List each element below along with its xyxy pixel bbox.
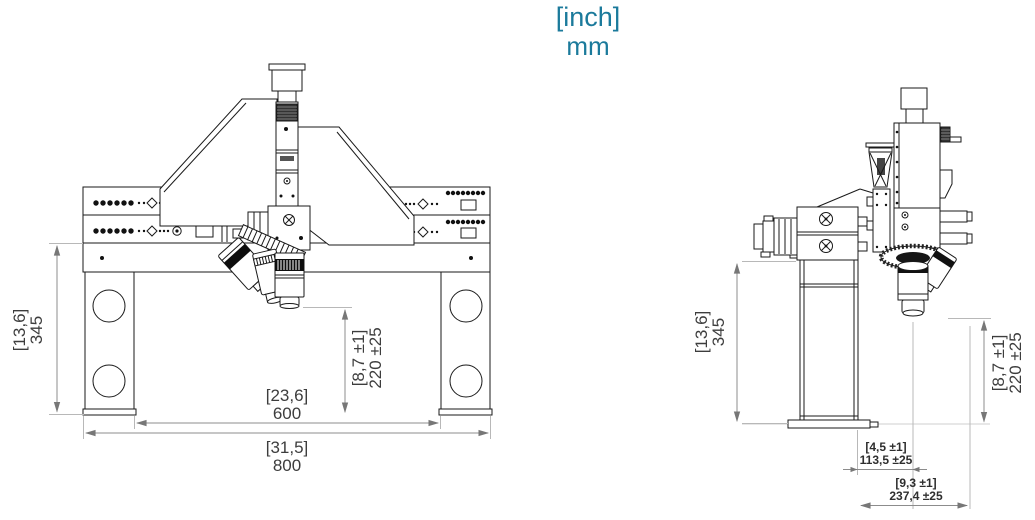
camera-column-side xyxy=(893,87,962,209)
filter-plate xyxy=(866,188,891,253)
front-view-dimensions: [13,6] 345 [8,7 ±1] 220 ±25 [23,6] 600 [… xyxy=(10,243,491,475)
side-dim-depth-inner-mm: 113,5 ±25 xyxy=(860,453,913,467)
front-view-drawing xyxy=(82,63,493,416)
control-panel-left xyxy=(93,197,245,242)
left-leg xyxy=(82,271,137,416)
front-dim-clearance-mm: 220 ±25 xyxy=(366,327,385,388)
side-dim-height: [13,6] 345 xyxy=(692,311,728,354)
right-wing-cover xyxy=(297,126,415,246)
front-dim-clearance: [8,7 ±1] 220 ±25 xyxy=(349,327,385,388)
objective-right xyxy=(274,252,305,309)
front-dim-width-outer-inch: [31,5] xyxy=(266,438,309,457)
side-dim-depth-inner-inch: [4,5 ±1] xyxy=(865,440,906,454)
front-dim-height-inch: [13,6] xyxy=(10,309,29,352)
fan-screw-icon xyxy=(819,212,833,226)
pedestal-stand xyxy=(787,259,879,429)
front-dim-width-outer-mm: 800 xyxy=(273,456,301,475)
front-dim-width-inner-mm: 600 xyxy=(273,404,301,423)
side-dim-height-mm: 345 xyxy=(709,318,728,346)
unit-legend: [inch] mm xyxy=(438,2,738,61)
lens-barrel xyxy=(753,215,798,258)
front-dim-width-inner-inch: [23,6] xyxy=(266,386,309,405)
side-dim-clearance-inch: [8,7 ±1] xyxy=(989,335,1008,392)
electronics-box xyxy=(789,188,874,261)
focus-body xyxy=(893,207,973,249)
side-dim-depth-outer-mm: 237,4 ±25 xyxy=(889,489,943,503)
side-dim-clearance: [8,7 ±1] 220 ±25 xyxy=(989,332,1025,393)
nosepiece-objectives xyxy=(218,205,311,309)
side-dim-clearance-mm: 220 ±25 xyxy=(1006,332,1025,393)
objective-side-vertical xyxy=(897,261,929,317)
side-dim-height-inch: [13,6] xyxy=(692,311,711,354)
front-dim-clearance-inch: [8,7 ±1] xyxy=(349,330,368,387)
side-dim-depth-outer-inch: [9,3 ±1] xyxy=(895,476,936,490)
vent-grill-icon xyxy=(940,126,951,143)
vent-grill-icon xyxy=(276,103,298,122)
front-dim-width-inner: [23,6] 600 xyxy=(266,386,309,423)
side-dim-depth-inner: [4,5 ±1] 113,5 ±25 xyxy=(860,440,913,467)
side-dim-depth-outer: [9,3 ±1] 237,4 ±25 xyxy=(889,476,943,503)
fan-screw-icon xyxy=(819,239,833,253)
side-view-drawing xyxy=(742,87,990,429)
front-dim-width-outer: [31,5] 800 xyxy=(266,438,309,475)
unit-secondary-label: mm xyxy=(566,31,610,62)
front-dim-height: [13,6] 345 xyxy=(10,309,46,352)
unit-primary-label: [inch] xyxy=(555,2,621,32)
side-view-dimensions: [13,6] 345 [8,7 ±1] 220 ±25 [4,5 ±1] 113… xyxy=(692,261,1025,509)
condenser-funnel xyxy=(865,142,896,188)
front-dim-height-mm: 345 xyxy=(27,316,46,344)
right-leg xyxy=(438,271,493,416)
